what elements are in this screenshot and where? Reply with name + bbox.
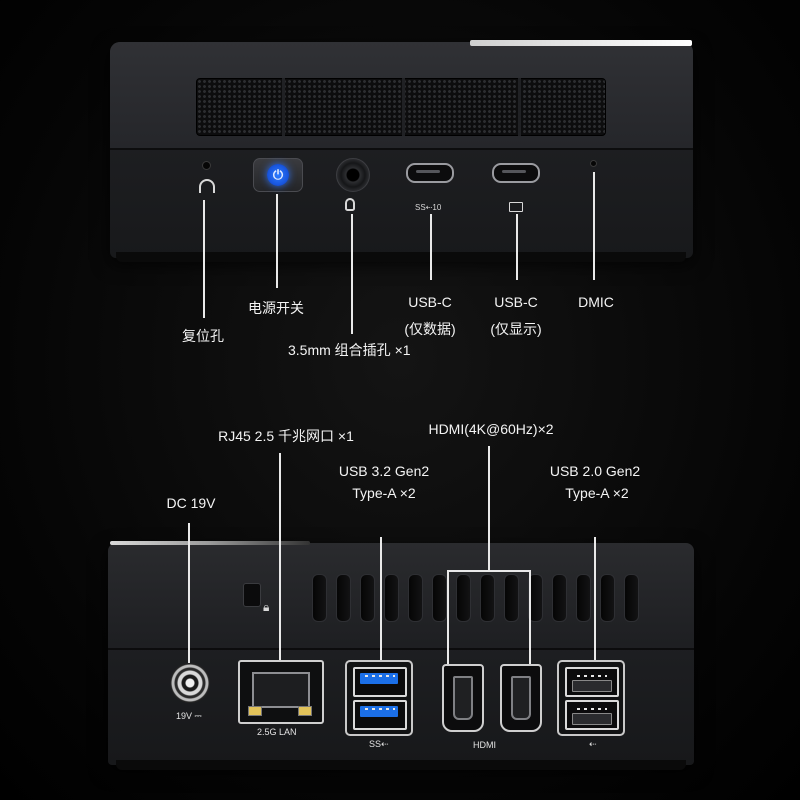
usb32-port-stack (345, 660, 413, 736)
dc-label: DC 19V (166, 495, 216, 511)
hdmi-leader-line (488, 446, 490, 571)
monitor-icon (509, 202, 523, 212)
power-leader-line (276, 194, 278, 288)
audio-jack[interactable] (336, 158, 370, 192)
kensington-lock-slot[interactable] (243, 583, 261, 607)
reset-label: 复位孔 (182, 328, 224, 344)
hdmi-label: HDMI(4K@60Hz)×2 (428, 421, 554, 437)
reset-hole[interactable] (202, 161, 211, 170)
rear-vent-slot (384, 574, 399, 622)
rear-vent-slot (480, 574, 495, 622)
vent-rib (282, 78, 285, 136)
audio-label: 3.5mm 组合插孔 ×1 (288, 342, 411, 358)
rear-vent-slot (456, 574, 471, 622)
rear-vent-slot (432, 574, 447, 622)
superspeed-10-icon: SS⇠10 (415, 203, 442, 212)
usb32-port[interactable] (353, 700, 407, 730)
rear-vent-slot (336, 574, 351, 622)
usb32-label-line1: USB 3.2 Gen2 (338, 463, 430, 479)
rj45-leader-line (279, 453, 281, 660)
lan-led (248, 706, 262, 716)
usb20-port[interactable] (565, 700, 619, 730)
usbc-data-leader-line (430, 214, 432, 280)
dc-caption: 19V ⎓ (176, 711, 202, 721)
rear-vent-slot (552, 574, 567, 622)
usb32-port[interactable] (353, 667, 407, 697)
dc-power-jack[interactable] (170, 663, 210, 703)
power-icon: ⏻ (267, 164, 289, 186)
hdmi-leader-line-left (447, 570, 449, 664)
hdmi-port[interactable] (442, 664, 484, 732)
lan-caption: 2.5G LAN (257, 727, 297, 737)
hdmi-leader-line-right (529, 570, 531, 664)
usb20-label-line1: USB 2.0 Gen2 (549, 463, 641, 479)
rj45-label: RJ45 2.5 千兆网口 ×1 (218, 428, 354, 444)
usbc-data-label-line1: USB-C (408, 294, 452, 310)
reset-leader-line (203, 200, 205, 318)
usbc-data-label-line2: (仅数据) (404, 321, 456, 337)
rear-vent-slot (504, 574, 519, 622)
hdmi-caption: HDMI (473, 740, 496, 750)
usbc-display-label-line1: USB-C (494, 294, 538, 310)
lock-icon: 🔒︎ (263, 600, 270, 614)
usbc-display-label-line2: (仅显示) (490, 321, 542, 337)
vent-rib (518, 78, 521, 136)
usb20-caption: ⇠ (589, 739, 597, 749)
rear-vent-slot (312, 574, 327, 622)
usb32-leader-line (380, 537, 382, 660)
rear-vent-slot (360, 574, 375, 622)
usb20-leader-line (594, 537, 596, 660)
rear-top-edge-highlight (110, 541, 310, 545)
power-label: 电源开关 (248, 300, 304, 316)
lan-led (298, 706, 312, 716)
dc-leader-line (188, 523, 190, 663)
vent-rib (402, 78, 405, 136)
rear-vent-slot (528, 574, 543, 622)
usb32-caption: SS⇠ (369, 739, 389, 749)
rear-base (116, 760, 686, 770)
rear-vent-slot (408, 574, 423, 622)
power-button[interactable]: ⏻ (253, 158, 303, 192)
hdmi-leader-branch (447, 570, 530, 572)
rear-vent-slot (600, 574, 615, 622)
audio-leader-line (351, 214, 353, 334)
usbc-display-port[interactable] (492, 163, 540, 183)
top-edge-highlight (470, 40, 692, 46)
usb20-label-line2: Type-A ×2 (565, 485, 629, 501)
dmic-hole (590, 160, 597, 167)
rear-vent-slot (576, 574, 591, 622)
headset-mic-icon (345, 198, 355, 211)
dmic-label: DMIC (578, 294, 614, 310)
usbc-display-leader-line (516, 214, 518, 280)
usb20-port[interactable] (565, 667, 619, 697)
reset-icon (199, 179, 215, 193)
rear-seam (108, 648, 694, 650)
front-base (116, 252, 686, 262)
usb32-label-line2: Type-A ×2 (352, 485, 416, 501)
front-vent-grille (196, 78, 606, 136)
usbc-data-port[interactable] (406, 163, 454, 183)
dmic-leader-line (593, 172, 595, 280)
hdmi-port[interactable] (500, 664, 542, 732)
rear-vent-slot (624, 574, 639, 622)
usb20-port-stack (557, 660, 625, 736)
rj45-port[interactable] (238, 660, 324, 724)
